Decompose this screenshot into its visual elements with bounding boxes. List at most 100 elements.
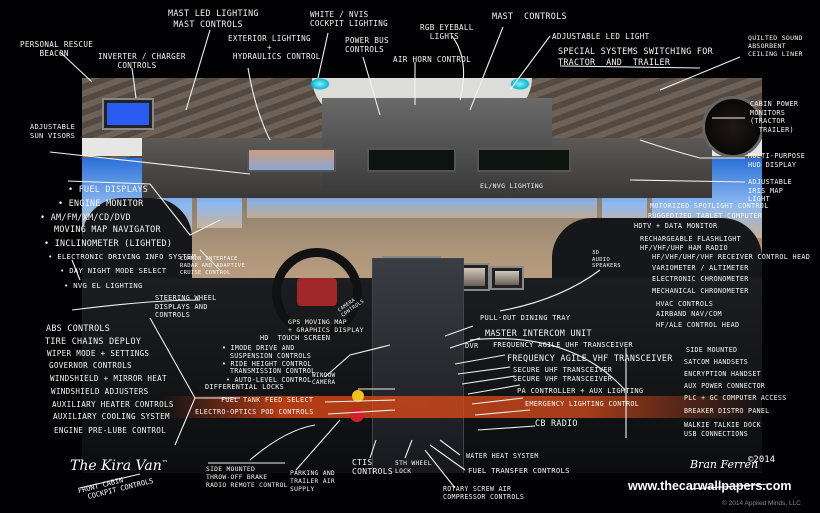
annotation-side-mounted-brake: Side Mounted Throw-Off Brake Radio Remot… [206,466,288,489]
emergency-button [350,408,364,422]
center-stack [372,258,464,473]
annotation-airband-nav-com: Airband NAV/COM [656,310,722,318]
annotation-ruggedized-computer: Ruggedized Tablet Computer [648,212,763,220]
orange-highlight [162,396,762,418]
annotation-electronic-chronometer: Electronic Chronometer [652,275,749,283]
bullet-item: • Imode Drive And [222,344,295,352]
annotation-electro-optics: Electro-Optics Pod Controls [195,408,314,416]
annotation-rechargeable-flashlight: Rechargeable Flashlight [640,235,742,243]
annotation-hd-touch-screen: HD Touch Screen [260,334,331,342]
list-item: Governor Controls [49,361,132,370]
bullet-item: • Fuel Displays [68,184,149,194]
annotation-rgb-eyeball: RGB Eyeball Lights [420,23,474,41]
annotation-breaker-panel: Breaker Distro Panel [684,407,770,415]
annotation-dvr: DVR [465,342,479,350]
bullet-text: AM/FM/XM/CD/DVD [50,212,131,222]
annotation-ctis: CTIS Controls [352,458,393,476]
annotation-steering-wheel: Steering Wheel Displays And Controls [155,294,217,319]
bullet-text: Ride Height Control [230,360,312,368]
bullet-item: Suspension Controls [230,352,311,361]
list-item: Wiper Mode + Settings [47,349,150,358]
list-item: ABS Controls [46,323,111,333]
bullet-text: Fuel Displays [78,184,149,194]
bullet-text: Electronic Driving Info System [57,252,197,261]
bullet-item: • NVG EL Lighting [64,281,143,290]
annotation-inverter-charger: Inverter / Charger Controls [98,52,186,70]
annotation-personal-rescue-beacon: Personal Rescue Beacon [20,40,94,58]
bullet-item: • Auto-Level Control [226,376,312,384]
annotation-radio-control-head: HF/VHF/UHF/VHF Receiver Control Head [652,253,811,261]
annotation-encryption-handset: Encryption Handset [684,370,761,378]
annotation-3d-audio-speakers: 3D Audio Speakers [592,250,621,269]
annotation-hf-ale-control: HF/ALE Control Head [656,321,740,329]
annotation-parking-brake: Parking And Trailer Air Supply [290,470,336,493]
annotation-air-horn: Air Horn Control [393,55,471,64]
annotation-freq-agile-vhf: Frequency Agile VHF Transceiver [507,353,673,363]
bullet-item: • Electronic Driving Info System [48,252,197,261]
annotation-hf-vhf-uhf-radio: HF/VHF/UHF Ham Radio [640,244,728,252]
bullet-text: Inclinometer (Lighted) [54,238,173,248]
steering-wheel-hub [297,278,337,306]
copyright-notice: © 2014 Applied Minds, LLC [722,500,801,507]
annotation-satcom-handsets: Satcom Handsets [684,358,749,366]
annotation-fuel-tank-select: Fuel Tank Feed Select [221,396,314,404]
tablet-computer [490,266,524,290]
annotation-plc-computer: PLC + GC Computer Access [684,394,787,402]
annotation-adjustable-led-light: Adjustable LED Light [552,32,650,41]
bullet-text: Auto-Level Control [234,376,312,384]
annotation-exterior-lighting: Exterior Lighting + Hydraulics Control [228,34,321,61]
bullet-text: Moving Map Navigator [54,224,161,234]
list-item: Auxiliary Cooling System [53,412,170,421]
list-item: Windshield Adjusters [51,387,149,396]
title-text: The Kira Van [70,458,162,474]
overhead-console [322,98,552,188]
annotation-variometer: Variometer / Altimeter [652,264,749,272]
bullet-text: NVG EL Lighting [73,281,143,290]
annotation-emergency-lighting: Emergency Lighting Control [525,400,640,408]
bullet-item: • Ride Height Control [222,360,312,368]
annotation-secure-uhf: Secure UHF Transceiver [513,366,613,374]
bullet-text: Day Night Mode Select [69,266,167,275]
bullet-item: Transmission Control [230,367,315,376]
annotation-rotary-screw: Rotary Screw Air Compressor Controls [443,485,525,501]
annotation-special-systems: Special Systems Switching For Tractor An… [558,46,713,67]
bullet-item: • Inclinometer (Lighted) [44,238,173,248]
bullet-item: • AM/FM/XM/CD/DVD [40,212,131,222]
annotation-adjustable-map-light: Adjustable Iris Map Light [748,178,792,203]
annotation-white-nvis: White / NVIS Cockpit Lighting [310,10,388,28]
annotation-pa-controller: PA Controller + Aux Lighting [517,387,644,395]
annotation-master-intercom: Master Intercom Unit [485,328,592,338]
annotation-multi-purpose-display: Multi-Purpose HUD Display [748,152,806,169]
list-item: Windshield + Mirror Heat [50,374,167,383]
annotation-mast-controls: Mast Controls [492,11,567,21]
bullet-item: • Engine Monitor [58,198,144,208]
annotation-motorized-spotlight: Motorized Spotlight Control [650,202,769,210]
annotation-gps-moving-map: GPS Moving Map + Graphics Display [288,318,364,334]
author-name: Bran Ferren [690,458,759,471]
led-light-icon [310,78,330,90]
annotation-mechanical-chronometer: Mechanical Chronometer [652,287,749,295]
bullet-text: Engine Monitor [68,198,144,208]
bullet-text: Suspension Controls [230,352,312,360]
annotation-freq-agile-uhf: Frequency Agile UHF Transceiver [493,341,633,349]
annotation-el-nvg-lighting: EL/NVG Lighting [480,182,544,190]
watermark-link[interactable]: www.thecarwallpapers.com [628,479,792,493]
annotation-hdtv-monitor: HDTV + Data Monitor [634,222,718,230]
annotation-fifth-wheel: 5th Wheel Lock [395,460,432,475]
steering-wheel [272,248,362,338]
annotation-differential-locks: Differential Locks [205,383,285,391]
annotation-mast-led-lighting: Mast LED Lighting Mast Controls [168,8,259,29]
diagram-title: The Kira Van™ [70,458,168,474]
copyright-year: ©2014 [748,455,776,465]
annotation-water-heat: Water Heat System [466,452,539,460]
list-item: Auxiliary Heater Controls [52,400,174,409]
annotation-common-interface: Common Interface Radar And Adaptive Crui… [180,256,246,276]
annotation-aux-power: Aux Power Connector [684,382,766,390]
led-light-icon [510,78,530,90]
diagram-subtitle: Front Cabin Cockpit Controls [77,469,154,503]
bullet-item: Moving Map Navigator [54,224,161,235]
bullet-text: Imode Drive And [230,344,295,352]
annotation-fuel-transfer: Fuel Transfer Controls [468,466,570,475]
list-item: Tire Chains Deploy [45,336,142,346]
